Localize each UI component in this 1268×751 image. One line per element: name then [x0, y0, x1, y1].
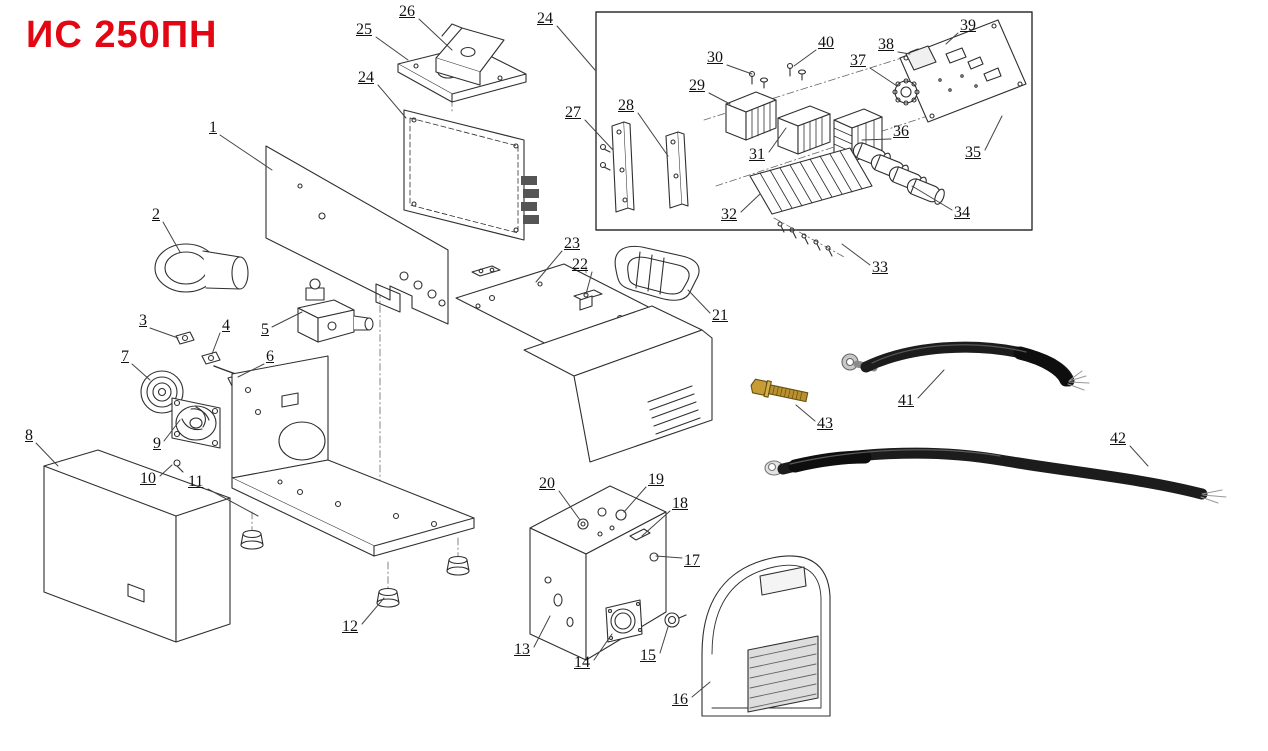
- leader-line-40: [793, 49, 817, 67]
- part-30-screws: [748, 70, 769, 89]
- part-3-clamp: [175, 331, 195, 345]
- leader-line-5: [271, 311, 303, 328]
- part-39-pcb: [899, 19, 1027, 123]
- leader-line-34: [911, 185, 953, 211]
- leader-line-18: [641, 510, 671, 537]
- part-18-rocker: [629, 528, 651, 541]
- part-20-knob: [577, 518, 589, 530]
- part-22-bracket: [573, 289, 603, 311]
- part-38-relay: [905, 45, 937, 71]
- part-14-socket: [605, 599, 643, 643]
- leader-line-22: [585, 271, 593, 295]
- leader-line-4: [211, 332, 221, 355]
- inset-detail-box: [595, 11, 1033, 259]
- part-40-screws: [786, 62, 807, 81]
- leader-line-33: [841, 243, 871, 266]
- part-27-bracket-strip: [599, 121, 635, 213]
- leader-line-36: [861, 138, 892, 141]
- leader-line-2: [162, 221, 181, 253]
- leader-line-12: [361, 597, 385, 625]
- part-1-side-panel: [265, 145, 449, 325]
- part-5-gas-valve: [297, 278, 374, 343]
- part-16-front-cover: [701, 555, 831, 717]
- leader-lines: [35, 18, 1149, 698]
- part-26-bracket: [435, 23, 505, 86]
- leader-line-27: [584, 119, 614, 151]
- leader-line-29: [708, 92, 731, 105]
- leader-line-19: [623, 486, 647, 513]
- leader-line-28: [637, 112, 669, 157]
- part-29-transformer: [725, 91, 777, 141]
- part-31-transformer: [777, 105, 831, 155]
- part-43-bolt: [750, 378, 809, 403]
- leader-line-30: [726, 64, 753, 75]
- part-4-clamp: [201, 351, 221, 365]
- leader-line-32: [740, 193, 761, 213]
- leader-line-1: [219, 134, 273, 171]
- leader-line-10: [159, 464, 173, 477]
- leader-line-9: [163, 419, 181, 442]
- page-title: ИС 250ПН: [26, 14, 218, 56]
- leader-line-13: [533, 615, 551, 648]
- part-33-screws: [777, 221, 833, 257]
- leader-line-35: [984, 115, 1003, 151]
- part-12-feet: [240, 529, 470, 608]
- leader-line-14: [593, 633, 613, 661]
- part-13-front-panel: [529, 485, 687, 661]
- leader-line-41: [917, 369, 945, 399]
- part-11-base-chassis: [231, 355, 475, 557]
- leader-line-7: [131, 363, 151, 381]
- leader-line-31: [768, 127, 787, 153]
- part-24-pcb-panel: [403, 109, 539, 241]
- part-8-side-cover: [43, 449, 231, 643]
- part-15-connector: [664, 612, 687, 628]
- part-19-switch: [597, 507, 627, 521]
- part-17-indicator: [649, 552, 659, 562]
- part-21-handle: [614, 245, 700, 301]
- part-10-screw: [173, 459, 184, 473]
- leader-line-25: [375, 36, 409, 61]
- leader-line-6: [237, 363, 265, 378]
- leader-line-3: [149, 327, 179, 339]
- leader-line-8: [35, 442, 59, 467]
- leader-line-24: [377, 84, 407, 119]
- leader-line-11: [207, 488, 259, 517]
- leader-line-26: [418, 18, 453, 51]
- leader-line-16: [691, 681, 711, 698]
- part-28-bracket-strip: [665, 131, 689, 209]
- part-37-inductor: [892, 78, 920, 106]
- leader-line-42: [1129, 445, 1149, 467]
- leader-line-23: [535, 250, 563, 283]
- part-32-heatsink: [749, 147, 873, 215]
- part-34-capacitors: [852, 142, 945, 205]
- part-2-coupling: [154, 243, 249, 293]
- leader-line-38: [897, 51, 911, 55]
- leader-line-37: [869, 67, 898, 87]
- leader-line-24-b: [556, 25, 596, 71]
- leader-line-43: [795, 404, 816, 422]
- leader-line-21: [687, 289, 711, 314]
- right-side-panel: [523, 305, 713, 463]
- leader-line-17: [655, 555, 683, 559]
- leader-line-15: [659, 626, 669, 654]
- leader-line-20: [558, 490, 581, 521]
- part-42-cable: [764, 447, 1227, 504]
- part-9-fan: [171, 397, 221, 449]
- part-41-cable: [841, 341, 1090, 391]
- leader-line-39: [945, 32, 959, 45]
